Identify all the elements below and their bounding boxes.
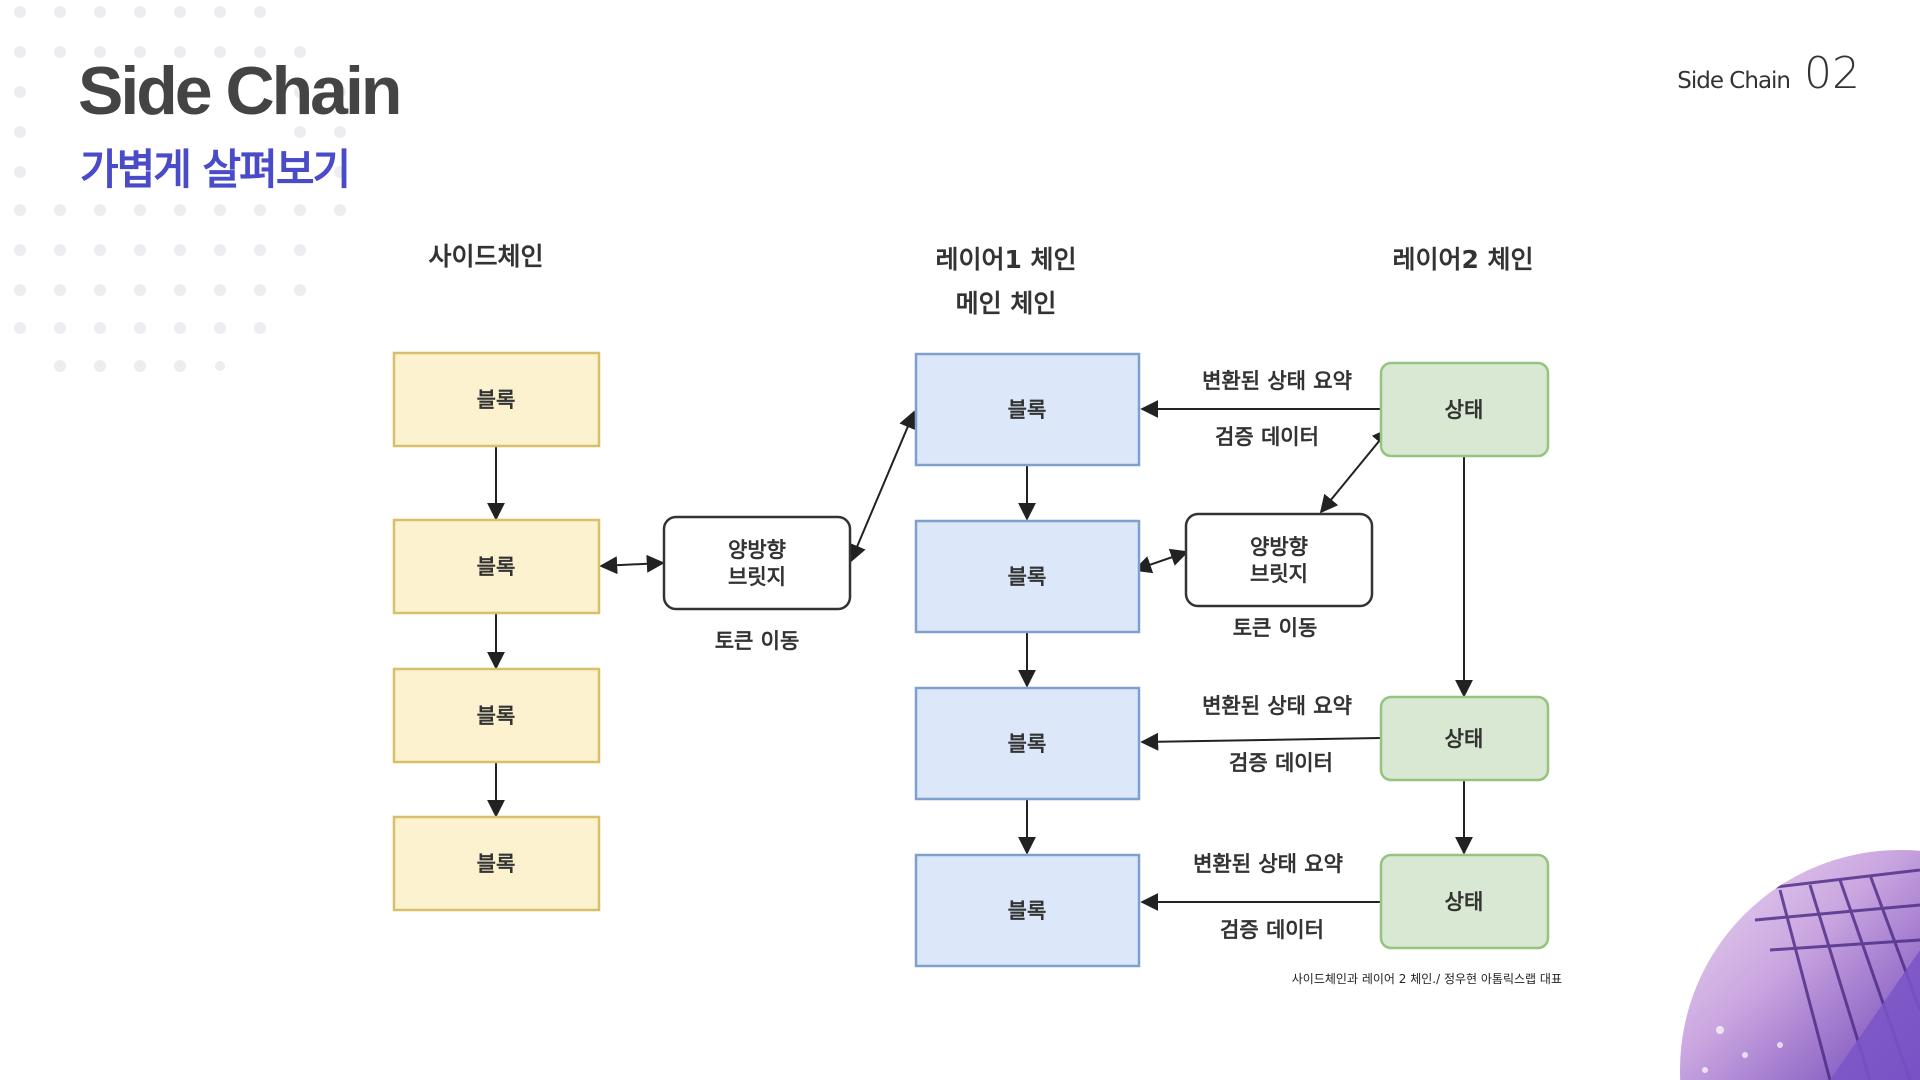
layer2-state: 상태 <box>1379 695 1550 782</box>
bridge-right-note: 토큰 이동 <box>1233 616 1318 640</box>
edge-label-summary: 변환된 상태 요약 <box>1202 694 1352 718</box>
state-label: 상태 <box>1445 398 1484 422</box>
edge-label-proof: 검증 데이터 <box>1215 425 1319 449</box>
arrow-bridge-main <box>849 410 916 563</box>
bridge-left-note: 토큰 이동 <box>715 629 800 653</box>
dot-pattern-decoration <box>14 6 346 372</box>
side-block-label: 블록 <box>477 704 516 728</box>
page-header: Side Chain 02 <box>1677 48 1860 99</box>
bridge-right-line2: 브릿지 <box>1250 562 1308 586</box>
column-title-side-chain: 사이드체인 <box>428 242 543 271</box>
column-subtitle-main-chain: 메인 체인 <box>956 289 1057 318</box>
arrow-main-bridge <box>1133 548 1189 574</box>
diagram-caption: 사이드체인과 레이어 2 체인./ 정우현 아톰릭스랩 대표 <box>1292 972 1562 986</box>
bridge-right: 양방향 브릿지 <box>1184 512 1374 608</box>
side-block-label: 블록 <box>477 555 516 579</box>
state-label: 상태 <box>1445 727 1484 751</box>
main-chain-block: 블록 <box>914 853 1141 968</box>
column-title-layer2: 레이어2 체인 <box>1392 245 1533 274</box>
main-block-label: 블록 <box>1008 398 1047 422</box>
side-block-label: 블록 <box>477 388 516 412</box>
corner-decoration-image <box>1680 850 1920 1080</box>
main-block-label: 블록 <box>1008 899 1047 923</box>
side-block-label: 블록 <box>477 852 516 876</box>
bridge-left-line1: 양방향 <box>728 538 786 562</box>
side-chain-block: 블록 <box>392 667 601 764</box>
layer2-state: 상태 <box>1379 853 1550 950</box>
bridge-left: 양방향 브릿지 <box>662 515 852 611</box>
main-chain-block: 블록 <box>914 519 1141 634</box>
arrow-state2-main3 <box>1140 732 1381 751</box>
edge-label-summary: 변환된 상태 요약 <box>1193 852 1343 876</box>
slide-title: Side Chain <box>78 53 402 129</box>
edge-label-proof: 검증 데이터 <box>1220 918 1324 942</box>
arrow-side-bridge <box>599 554 665 575</box>
page-number: 02 <box>1804 48 1860 99</box>
side-chain-block: 블록 <box>392 518 601 615</box>
bridge-left-line2: 브릿지 <box>728 565 786 589</box>
bridge-right-line1: 양방향 <box>1250 535 1308 559</box>
slide-subtitle: 가볍게 살펴보기 <box>80 145 351 194</box>
main-chain-block: 블록 <box>914 352 1141 467</box>
column-title-layer1: 레이어1 체인 <box>935 245 1076 274</box>
main-block-label: 블록 <box>1008 732 1047 756</box>
main-chain-block: 블록 <box>914 686 1141 801</box>
edge-label-summary: 변환된 상태 요약 <box>1202 369 1352 393</box>
main-block-label: 블록 <box>1008 565 1047 589</box>
edge-label-proof: 검증 데이터 <box>1229 751 1333 775</box>
side-chain-block: 블록 <box>392 351 601 448</box>
side-chain-block: 블록 <box>392 815 601 912</box>
layer2-state: 상태 <box>1379 361 1550 458</box>
section-name: Side Chain <box>1677 68 1791 94</box>
arrow-bridge-state <box>1319 427 1391 514</box>
state-label: 상태 <box>1445 890 1484 914</box>
